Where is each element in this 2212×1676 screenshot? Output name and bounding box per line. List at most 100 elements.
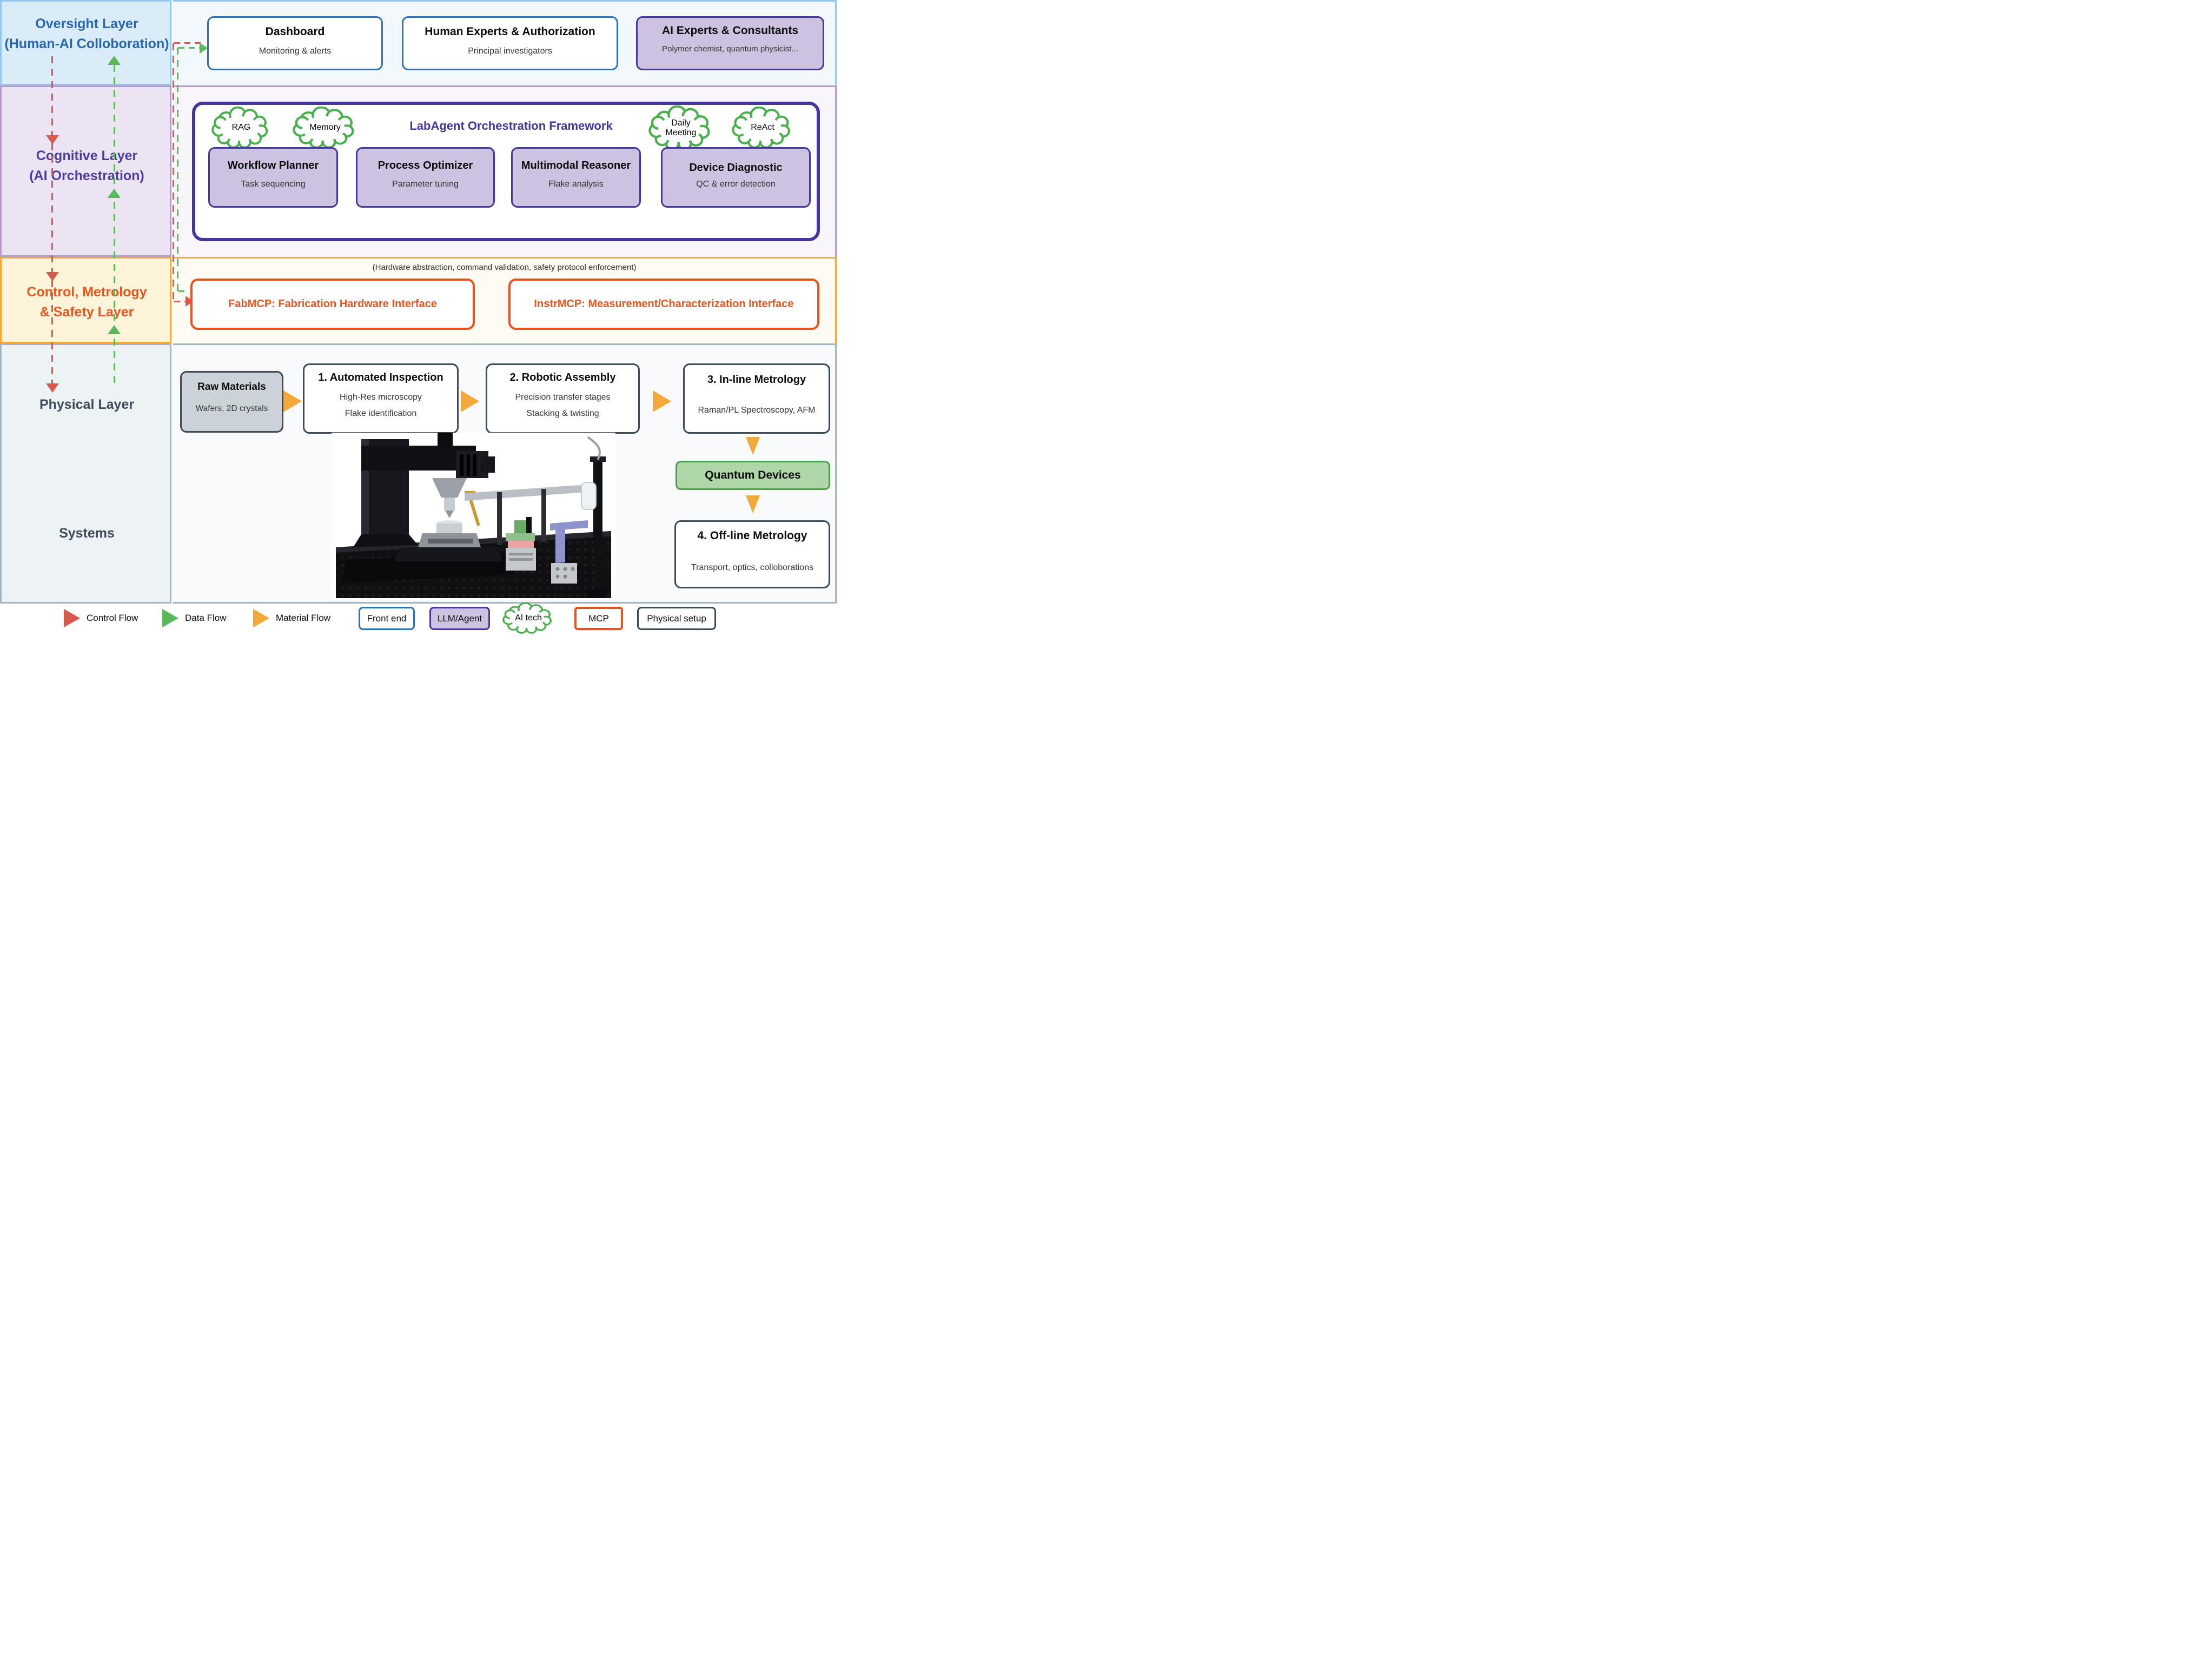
offline-metrology-box: 4. Off-line Metrology Transport, optics,… (674, 520, 830, 588)
control-layer-label: Control, Metrology& Safety Layer (27, 284, 147, 320)
material-flow-arrow-icon (653, 390, 671, 412)
automated-inspection-line1: High-Res microscopy (339, 393, 422, 402)
cognitive-layer-label: Cognitive Layer(AI Orchestration) (29, 148, 144, 183)
data-flow-arrow-icon (200, 43, 208, 54)
fabmcp-title: FabMCP: Fabrication Hardware Interface (228, 298, 437, 310)
memory-cloud-label: Memory (309, 122, 341, 132)
mcp-legend-label: MCP (588, 613, 609, 624)
robotic-assembly-line1: Precision transfer stages (515, 393, 611, 402)
data-flow-arrow-icon (108, 56, 121, 65)
daily-meeting-cloud-label: Daily Meeting (665, 118, 697, 137)
workflow-planner-title: Workflow Planner (227, 160, 319, 171)
control-layer-cell (0, 257, 171, 343)
device-diagnostic-box: Device Diagnostic QC & error detection (661, 147, 811, 208)
multimodal-reasoner-box: Multimodal Reasoner Flake analysis (511, 147, 641, 208)
control-flow-to-fabmcp (174, 301, 186, 302)
workflow-planner-box: Workflow Planner Task sequencing (208, 147, 338, 208)
framework-title: LabAgent Orchestration Framework (409, 119, 613, 133)
llm-agent-legend-label: LLM/Agent (437, 613, 482, 624)
control-flow-line (51, 56, 53, 384)
quantum-devices-box: Quantum Devices (675, 461, 830, 490)
control-flow-edge-line (173, 43, 174, 301)
process-optimizer-box: Process Optimizer Parameter tuning (356, 147, 495, 208)
multimodal-reasoner-title: Multimodal Reasoner (521, 160, 631, 171)
automated-inspection-title: 1. Automated Inspection (318, 372, 443, 383)
raw-materials-subtitle: Wafers, 2D crystals (195, 404, 268, 413)
memory-cloud: Memory (292, 107, 358, 149)
control-flow-arrow-icon (46, 383, 59, 393)
cognitive-layer-cell (0, 85, 171, 257)
data-flow-arrow-icon (108, 189, 121, 198)
inline-metrology-line1: Raman/PL Spectroscopy, AFM (698, 406, 816, 415)
data-flow-line (114, 65, 115, 387)
react-cloud-label: ReAct (751, 122, 774, 132)
control-flow-legend-label: Control Flow (87, 613, 138, 623)
react-cloud: ReAct (731, 107, 794, 149)
daily-meeting-cloud: Daily Meeting (648, 105, 714, 151)
material-flow-arrow-icon (283, 390, 302, 412)
device-diagnostic-subtitle: QC & error detection (696, 180, 776, 189)
device-diagnostic-title: Device Diagnostic (689, 162, 783, 174)
automated-inspection-box: 1. Automated Inspection High-Res microsc… (303, 363, 459, 434)
data-flow-arrow-icon (108, 325, 121, 334)
inline-metrology-box: 3. In-line Metrology Raman/PL Spectrosco… (683, 363, 830, 434)
ai-experts-subtitle: Polymer chemist, quantum physicist... (662, 44, 798, 54)
ai-tech-legend-label: AI tech (515, 613, 542, 622)
oversight-layer-cell (0, 0, 171, 85)
rag-cloud: RAG (211, 107, 271, 149)
data-flow-to-fabmcp (178, 290, 187, 292)
automated-inspection-line2: Flake identification (345, 409, 417, 418)
human-experts-title: Human Experts & Authorization (425, 25, 595, 38)
lab-equipment-photo (332, 433, 615, 600)
quantum-devices-title: Quantum Devices (705, 469, 801, 481)
control-caption: (Hardware abstraction, command validatio… (372, 263, 637, 272)
robotic-assembly-box: 2. Robotic Assembly Precision transfer s… (486, 363, 640, 434)
instrmcp-box: InstrMCP: Measurement/Characterization I… (508, 279, 819, 330)
ai-experts-box: AI Experts & Consultants Polymer chemist… (636, 16, 824, 70)
systems-label: Systems (59, 526, 115, 541)
offline-metrology-subtitle: Transport, optics, colloborations (691, 563, 814, 572)
raw-materials-box: Raw Materials Wafers, 2D crystals (180, 371, 283, 433)
data-flow-to-dashboard (178, 47, 200, 49)
front-end-legend-box: Front end (359, 607, 415, 630)
multimodal-reasoner-subtitle: Flake analysis (548, 180, 604, 189)
process-optimizer-title: Process Optimizer (378, 160, 473, 171)
material-flow-arrow-icon (746, 437, 760, 455)
inline-metrology-title: 3. In-line Metrology (707, 374, 806, 386)
mcp-legend-box: MCP (574, 607, 623, 630)
oversight-layer-label: Oversight Layer(Human-AI Colloboration) (4, 16, 169, 51)
control-flow-legend-icon (64, 609, 80, 627)
architecture-diagram: Oversight Layer(Human-AI Colloboration) … (0, 0, 837, 634)
dashboard-subtitle: Monitoring & alerts (259, 47, 332, 56)
robotic-assembly-line2: Stacking & twisting (526, 409, 599, 418)
front-end-legend-label: Front end (367, 613, 407, 624)
workflow-planner-subtitle: Task sequencing (241, 180, 306, 189)
control-flow-arrow-icon (46, 135, 59, 144)
human-experts-subtitle: Principal investigators (468, 47, 552, 56)
physical-layer-cell (0, 343, 171, 604)
ai-experts-title: AI Experts & Consultants (661, 24, 799, 37)
instrmcp-title: InstrMCP: Measurement/Characterization I… (534, 298, 794, 310)
dashboard-box: Dashboard Monitoring & alerts (207, 16, 383, 70)
physical-setup-legend-box: Physical setup (637, 607, 716, 630)
data-flow-edge-line (177, 48, 178, 295)
rag-cloud-label: RAG (231, 122, 251, 132)
offline-metrology-title: 4. Off-line Metrology (697, 529, 807, 542)
control-flow-to-dashboard (174, 42, 204, 44)
material-flow-legend-label: Material Flow (276, 613, 331, 623)
raw-materials-title: Raw Materials (197, 381, 266, 393)
human-experts-box: Human Experts & Authorization Principal … (402, 16, 618, 70)
robotic-assembly-title: 2. Robotic Assembly (509, 372, 616, 383)
physical-setup-legend-label: Physical setup (647, 613, 706, 624)
data-flow-legend-label: Data Flow (185, 613, 227, 623)
material-flow-arrow-icon (461, 390, 479, 412)
control-flow-arrow-icon (46, 272, 59, 281)
dashboard-title: Dashboard (265, 25, 325, 38)
material-flow-legend-icon (253, 609, 269, 627)
process-optimizer-subtitle: Parameter tuning (392, 180, 459, 189)
ai-tech-legend-cloud: AI tech (502, 602, 555, 634)
fabmcp-box: FabMCP: Fabrication Hardware Interface (190, 279, 475, 330)
material-flow-arrow-icon (746, 495, 760, 513)
llm-agent-legend-box: LLM/Agent (429, 607, 490, 630)
data-flow-legend-icon (162, 609, 178, 627)
